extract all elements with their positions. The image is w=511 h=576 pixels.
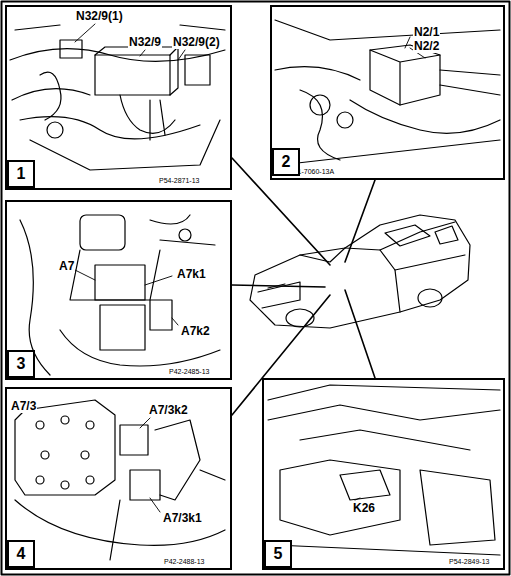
part-label: N2/2 — [413, 40, 440, 53]
panel-4-illustration — [15, 400, 225, 560]
panel-5-illustration — [268, 385, 500, 555]
part-label: K26 — [352, 502, 376, 515]
view-panel: K26P54-2849-13 5 — [262, 378, 505, 570]
figure-code: P54-2871-13 — [158, 177, 200, 185]
view-number-box: 2 — [272, 148, 300, 176]
figure-code: P42-2485-13 — [168, 368, 210, 376]
callout-number: 4 — [17, 546, 26, 562]
callout-number: 2 — [282, 154, 291, 170]
part-label: A7/3k1 — [162, 512, 203, 525]
part-label: A7k1 — [176, 268, 207, 281]
view-panel: N32/9(1) N32/9 N32/9(2) P54-2871-13 1 — [5, 5, 232, 190]
part-label: A7/3k2 — [148, 404, 189, 417]
view-number-box: 3 — [7, 350, 35, 378]
figure-code: P42-2488-13 — [163, 558, 205, 566]
callout-number: 1 — [17, 166, 26, 182]
panel-2-illustration — [275, 20, 500, 165]
view-panel: N2/1N2/2P91-7060-13A2 — [270, 5, 505, 180]
part-label: N32/9(2) — [172, 36, 221, 49]
callout-number: 3 — [17, 356, 26, 372]
leader-lines — [232, 158, 375, 415]
view-panel: A7/3 A7/3k2A7/3k1P42-2488-13 4 — [5, 387, 232, 570]
view-number-box: 5 — [264, 540, 292, 568]
part-label: A7 — [58, 260, 75, 273]
part-label: N32/9 — [128, 36, 162, 49]
view-number-box: 4 — [7, 540, 35, 568]
part-label: A7/3 — [10, 400, 37, 413]
view-panel: A7A7k1A7k2P42-2485-13 3 — [5, 200, 232, 380]
panel-3-illustration — [20, 215, 220, 375]
part-label: N2/1 — [413, 26, 440, 39]
part-label: N32/9(1) — [75, 10, 124, 23]
figure-code: P54-2849-13 — [448, 558, 490, 566]
view-number-box: 1 — [7, 160, 35, 188]
part-label: A7k2 — [180, 325, 211, 338]
panel-1-illustration — [10, 24, 225, 170]
car-illustration — [250, 215, 470, 328]
callout-number: 5 — [274, 546, 283, 562]
